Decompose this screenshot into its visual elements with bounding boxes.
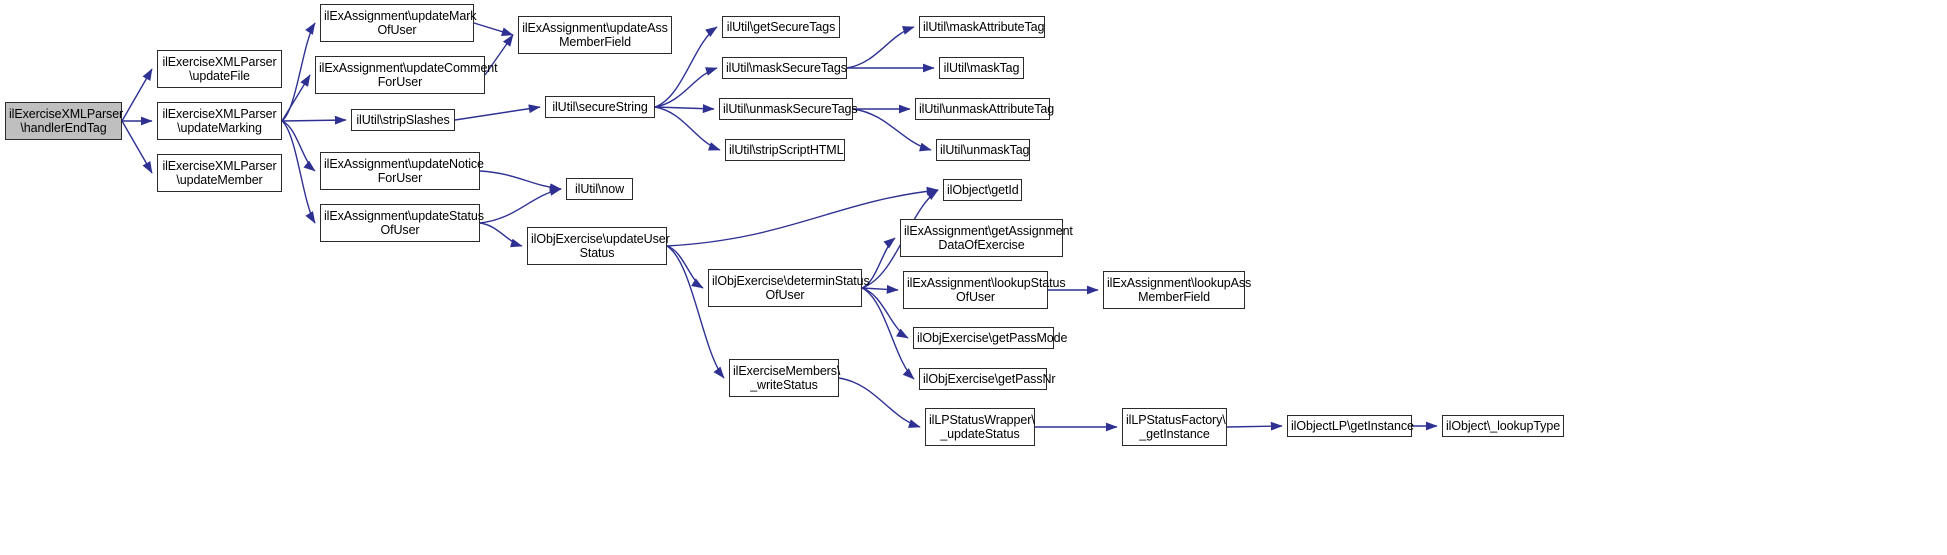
graph-node-label: ilExAssignment\lookupAss MemberField [1107, 276, 1252, 304]
graph-edge-secureString-to-stripScriptHTML [654, 106, 721, 151]
graph-node-updateStatusOfUser[interactable]: ilExAssignment\updateStatus OfUser [320, 204, 484, 242]
graph-node-lookupStatusOfUser[interactable]: ilExAssignment\lookupStatus OfUser [903, 271, 1066, 309]
graph-node-getPassNr[interactable]: ilObjExercise\getPassNr [919, 368, 1056, 390]
graph-node-updateFile[interactable]: ilExerciseXMLParser \updateFile [157, 50, 282, 88]
graph-node-label: ilExerciseXMLParser \updateMarking [162, 107, 277, 135]
graph-node-label: ilExerciseXMLParser \updateFile [162, 55, 277, 83]
graph-node-label: ilLPStatusWrapper\ _updateStatus [929, 413, 1035, 441]
graph-node-label: ilUtil\unmaskSecureTags [723, 102, 858, 116]
graph-node-label: ilExAssignment\updateStatus OfUser [324, 209, 484, 237]
graph-edge-determinStatusOfUser-to-lookupStatusOfUser [861, 284, 899, 294]
graph-node-label: ilUtil\unmaskAttributeTag [919, 102, 1055, 116]
graph-edge-updateStatusOfUser-to-now [479, 187, 562, 224]
graph-edge-updateMarking-to-updateNoticeForUser [281, 120, 316, 172]
graph-node-now[interactable]: ilUtil\now [566, 178, 633, 200]
graph-node-label: ilExerciseXMLParser \handlerEndTag [9, 107, 124, 135]
graph-edge-updateUserStatus-to-determinStatusOfUser [666, 245, 704, 289]
graph-node-label: ilExAssignment\updateAss MemberField [522, 21, 668, 49]
graph-node-getPassMode[interactable]: ilObjExercise\getPassMode [913, 327, 1068, 349]
graph-node-label: ilUtil\stripSlashes [356, 113, 450, 127]
graph-node-label: ilLPStatusFactory\ _getInstance [1126, 413, 1226, 441]
graph-node-label: ilUtil\getSecureTags [726, 20, 836, 34]
graph-edge-lpFactoryGetInstance-to-getInstance [1226, 421, 1283, 431]
graph-edge-stripSlashes-to-secureString [454, 104, 541, 121]
graph-node-unmaskAttributeTag[interactable]: ilUtil\unmaskAttributeTag [915, 98, 1055, 120]
graph-edge-updateMarking-to-updateStatusOfUser [281, 120, 316, 224]
graph-node-getInstance[interactable]: ilObjectLP\getInstance [1287, 415, 1414, 437]
graph-node-label: ilUtil\maskTag [943, 61, 1020, 75]
graph-node-label: ilExAssignment\getAssignment DataOfExerc… [904, 224, 1073, 252]
graph-node-lpUpdateStatus[interactable]: ilLPStatusWrapper\ _updateStatus [925, 408, 1035, 446]
graph-node-label: ilObjExercise\updateUser Status [531, 232, 670, 260]
graph-node-label: ilObjExercise\determinStatus OfUser [712, 274, 870, 302]
graph-node-unmaskSecureTags[interactable]: ilUtil\unmaskSecureTags [719, 98, 858, 120]
graph-edge-updateMarking-to-updateCommentForUser [281, 74, 311, 122]
graph-node-label: ilExAssignment\lookupStatus OfUser [907, 276, 1066, 304]
graph-node-label: ilExAssignment\updateMark OfUser [324, 9, 477, 37]
graph-edge-updateNoticeForUser-to-now [479, 170, 562, 193]
graph-node-updateNoticeForUser[interactable]: ilExAssignment\updateNotice ForUser [320, 152, 484, 190]
graph-edge-updateUserStatus-to-getId [666, 186, 939, 247]
graph-node-updateAssMemberField[interactable]: ilExAssignment\updateAss MemberField [518, 16, 672, 54]
graph-node-handlerEndTag[interactable]: ilExerciseXMLParser \handlerEndTag [5, 102, 124, 140]
graph-edge-secureString-to-maskSecureTags [654, 67, 718, 108]
graph-edge-secureString-to-unmaskSecureTags [654, 104, 715, 114]
graph-edge-writeStatus-to-lpUpdateStatus [838, 377, 921, 428]
graph-node-label: ilExerciseMembers\ _writeStatus [733, 364, 841, 392]
graph-node-label: ilExAssignment\updateComment ForUser [319, 61, 498, 89]
graph-node-maskAttributeTag[interactable]: ilUtil\maskAttributeTag [919, 16, 1045, 38]
graph-node-label: ilUtil\secureString [552, 100, 648, 114]
graph-node-updateCommentForUser[interactable]: ilExAssignment\updateComment ForUser [315, 56, 498, 94]
graph-node-label: ilObject\_lookupType [1446, 419, 1561, 433]
graph-node-label: ilExerciseXMLParser \updateMember [162, 159, 277, 187]
graph-edge-updateMarking-to-updateMarkOfUser [281, 22, 316, 122]
graph-node-stripSlashes[interactable]: ilUtil\stripSlashes [351, 109, 455, 131]
graph-node-lookupType[interactable]: ilObject\_lookupType [1442, 415, 1564, 437]
graph-edge-determinStatusOfUser-to-getPassMode [861, 287, 909, 339]
graph-edge-updateMarking-to-stripSlashes [281, 115, 347, 125]
graph-node-label: ilObjExercise\getPassMode [917, 331, 1068, 345]
graph-node-updateUserStatus[interactable]: ilObjExercise\updateUser Status [527, 227, 670, 265]
graph-node-label: ilObject\getId [947, 183, 1019, 197]
graph-edge-maskSecureTags-to-maskAttributeTag [846, 26, 915, 69]
graph-edge-updateMarkOfUser-to-updateAssMemberField [473, 22, 514, 36]
graph-node-getId[interactable]: ilObject\getId [943, 179, 1022, 201]
graph-node-lpFactoryGetInstance[interactable]: ilLPStatusFactory\ _getInstance [1122, 408, 1227, 446]
graph-node-determinStatusOfUser[interactable]: ilObjExercise\determinStatus OfUser [708, 269, 870, 307]
graph-edge-updateUserStatus-to-writeStatus [666, 245, 725, 379]
graph-edge-handlerEndTag-to-updateFile [121, 68, 153, 122]
graph-node-updateMember[interactable]: ilExerciseXMLParser \updateMember [157, 154, 282, 192]
graph-node-updateMarking[interactable]: ilExerciseXMLParser \updateMarking [157, 102, 282, 140]
graph-node-unmaskTag[interactable]: ilUtil\unmaskTag [936, 139, 1030, 161]
graph-node-label: ilObjExercise\getPassNr [923, 372, 1056, 386]
graph-node-label: ilUtil\unmaskTag [940, 143, 1030, 157]
graph-node-label: ilUtil\now [574, 182, 624, 196]
graph-edge-updateStatusOfUser-to-updateUserStatus [479, 222, 523, 248]
graph-node-maskTag[interactable]: ilUtil\maskTag [939, 57, 1024, 79]
graph-node-updateMarkOfUser[interactable]: ilExAssignment\updateMark OfUser [320, 4, 477, 42]
graph-node-label: ilObjectLP\getInstance [1291, 419, 1414, 433]
graph-node-writeStatus[interactable]: ilExerciseMembers\ _writeStatus [729, 359, 841, 397]
graph-node-label: ilUtil\maskSecureTags [726, 61, 847, 75]
graph-edge-handlerEndTag-to-updateMember [121, 120, 153, 174]
graph-node-label: ilExAssignment\updateNotice ForUser [324, 157, 484, 185]
graph-node-maskSecureTags[interactable]: ilUtil\maskSecureTags [722, 57, 847, 79]
graph-node-secureString[interactable]: ilUtil\secureString [545, 96, 655, 118]
graph-node-lookupAssMemberField[interactable]: ilExAssignment\lookupAss MemberField [1103, 271, 1252, 309]
graph-node-stripScriptHTML[interactable]: ilUtil\stripScriptHTML [725, 139, 845, 161]
graph-node-getSecureTags[interactable]: ilUtil\getSecureTags [722, 16, 840, 38]
graph-node-label: ilUtil\maskAttributeTag [923, 20, 1045, 34]
graph-node-getAssignmentData[interactable]: ilExAssignment\getAssignment DataOfExerc… [900, 219, 1073, 257]
graph-node-label: ilUtil\stripScriptHTML [729, 143, 844, 157]
